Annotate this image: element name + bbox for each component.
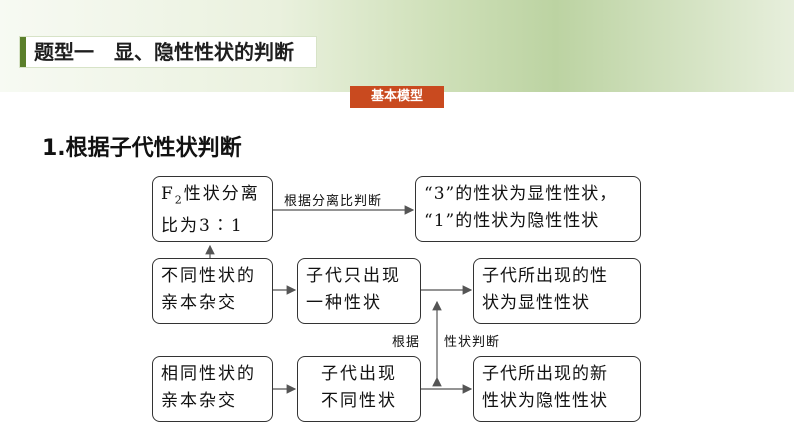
box-result-top: “3”的性状为显性性状， “1”的性状为隐性性状 — [415, 176, 641, 242]
box-diff-parent-cross: 不同性状的 亲本杂交 — [152, 258, 273, 324]
box-one-trait: 子代只出现 一种性状 — [297, 258, 421, 324]
box-dominant-result: 子代所出现的性 状为显性性状 — [473, 258, 641, 324]
label-basis-left: 根据 — [392, 335, 421, 350]
box-f2-ratio: F2性状分离 比为3∶1 — [152, 176, 273, 242]
box-recessive-result: 子代所出现的新 性状为隐性性状 — [473, 356, 641, 422]
model-tag: 基本模型 — [350, 86, 444, 108]
box-diff-trait: 子代出现 不同性状 — [297, 356, 421, 422]
section-title: 1.根据子代性状判断 — [42, 136, 242, 161]
page-title: 题型一 显、隐性性状的判断 — [34, 40, 294, 64]
label-basis-right: 性状判断 — [444, 335, 501, 350]
box-same-parent-cross: 相同性状的 亲本杂交 — [152, 356, 273, 422]
label-ratio-judge: 根据分离比判断 — [284, 194, 383, 209]
title-bar — [20, 37, 316, 67]
